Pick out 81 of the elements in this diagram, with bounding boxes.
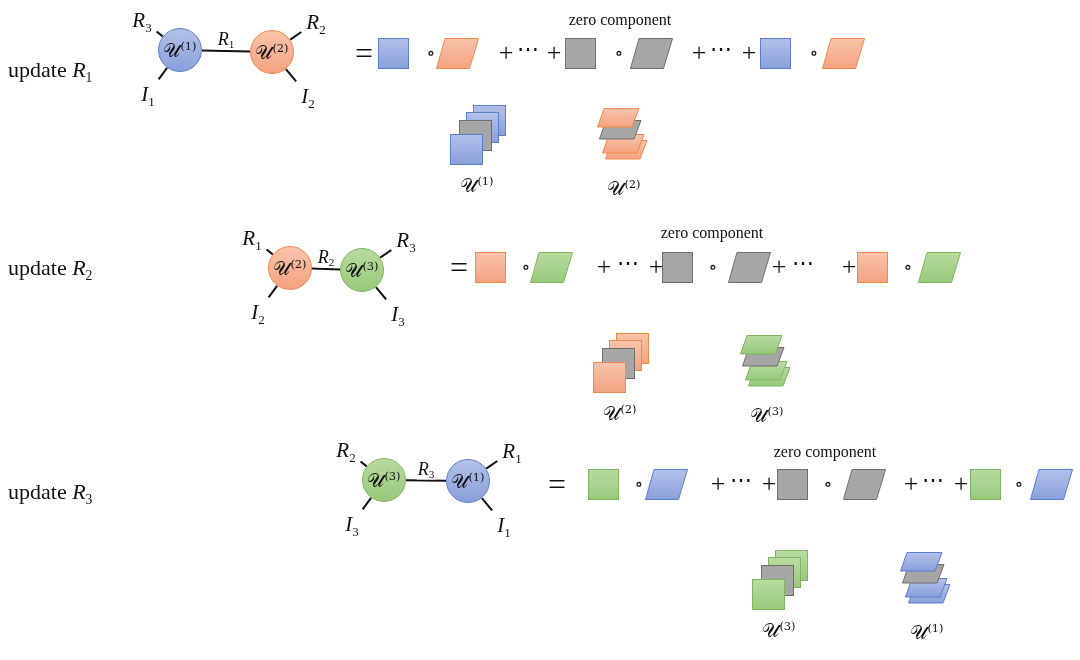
plus-sign: + <box>741 40 757 66</box>
factor-caption: 𝒰$^{(2)}$ <box>607 176 641 200</box>
connector-line <box>155 30 164 38</box>
connector-line <box>374 286 388 301</box>
plus-sign: + <box>691 40 707 66</box>
factor-caption: 𝒰$^{(3)}$ <box>762 618 796 642</box>
tensor-label: 𝒰$^{(3)}$ <box>345 258 379 282</box>
factor-caption: 𝒰$^{(1)}$ <box>910 620 944 644</box>
index-label: R$_{2}$ <box>333 437 359 463</box>
plus-sign: + <box>841 254 857 280</box>
connector-line <box>289 31 303 41</box>
annotation-label: zero component <box>568 11 672 29</box>
row-title: update R$_{3}$ <box>8 479 93 505</box>
connector-line <box>480 497 494 512</box>
connector-line <box>311 267 341 271</box>
connector-line <box>201 49 251 53</box>
ellipsis: ⋯ <box>710 38 732 60</box>
index-label: I$_{2}$ <box>295 83 321 109</box>
tensor-label: 𝒰$^{(1)}$ <box>163 38 197 62</box>
equals-sign: = <box>548 468 566 500</box>
tensor-label: 𝒰$^{(1)}$ <box>451 469 485 493</box>
plus-sign: + <box>761 471 777 497</box>
tensor-label: 𝒰$^{(2)}$ <box>255 40 289 64</box>
composition-symbol: ∘ <box>1014 475 1024 493</box>
tensor-node <box>268 246 312 290</box>
composition-symbol: ∘ <box>521 258 531 276</box>
tensor-node <box>340 248 384 292</box>
index-label: R$_{2}$ <box>303 9 329 35</box>
connector-line <box>265 248 274 256</box>
connector-line <box>359 460 368 468</box>
connector-line <box>284 68 298 83</box>
plus-sign: + <box>903 471 919 497</box>
factor-caption: 𝒰$^{(3)}$ <box>750 403 784 427</box>
index-label: I$_{3}$ <box>385 301 411 327</box>
composition-symbol: ∘ <box>614 44 624 62</box>
annotation-label: zero component <box>773 443 877 461</box>
tensor-node <box>158 28 202 72</box>
tensor-label: 𝒰$^{(2)}$ <box>273 256 307 280</box>
index-label: I$_{2}$ <box>245 299 271 325</box>
index-label: R$_{3}$ <box>393 227 419 253</box>
index-label: R$_{1}$ <box>239 225 265 251</box>
plus-sign: + <box>498 40 514 66</box>
equals-sign: = <box>450 251 468 283</box>
factor-caption: 𝒰$^{(2)}$ <box>603 401 637 425</box>
ellipsis: ⋯ <box>922 469 944 491</box>
plus-sign: + <box>710 471 726 497</box>
ellipsis: ⋯ <box>517 38 539 60</box>
plus-sign: + <box>546 40 562 66</box>
row-title: update R$_{2}$ <box>8 255 93 281</box>
tensor-node <box>446 459 490 503</box>
composition-symbol: ∘ <box>903 258 913 276</box>
index-label: R$_{1}$ <box>499 438 525 464</box>
connector-line <box>485 460 499 470</box>
tensor-label: 𝒰$^{(3)}$ <box>367 468 401 492</box>
plus-sign: + <box>596 254 612 280</box>
equals-sign: = <box>355 37 373 69</box>
tensor-node <box>362 458 406 502</box>
plus-sign: + <box>771 254 787 280</box>
connector-line <box>157 66 169 81</box>
index-label: I$_{1}$ <box>135 81 161 107</box>
connector-line <box>379 249 393 259</box>
plus-sign: + <box>648 254 664 280</box>
composition-symbol: ∘ <box>426 44 436 62</box>
plus-sign: + <box>953 471 969 497</box>
connector-line <box>267 284 279 299</box>
ellipsis: ⋯ <box>792 252 814 274</box>
index-label: I$_{3}$ <box>339 511 365 537</box>
annotation-label: zero component <box>660 224 764 242</box>
index-label: I$_{1}$ <box>491 512 517 538</box>
ellipsis: ⋯ <box>730 469 752 491</box>
composition-symbol: ∘ <box>809 44 819 62</box>
connector-line <box>405 479 447 482</box>
row-title: update R$_{1}$ <box>8 57 93 83</box>
composition-symbol: ∘ <box>708 258 718 276</box>
index-label: R$_{3}$ <box>129 7 155 33</box>
ellipsis: ⋯ <box>617 252 639 274</box>
composition-symbol: ∘ <box>634 475 644 493</box>
connector-line <box>361 496 373 511</box>
tensor-node <box>250 30 294 74</box>
factor-caption: 𝒰$^{(1)}$ <box>460 173 494 197</box>
composition-symbol: ∘ <box>823 475 833 493</box>
